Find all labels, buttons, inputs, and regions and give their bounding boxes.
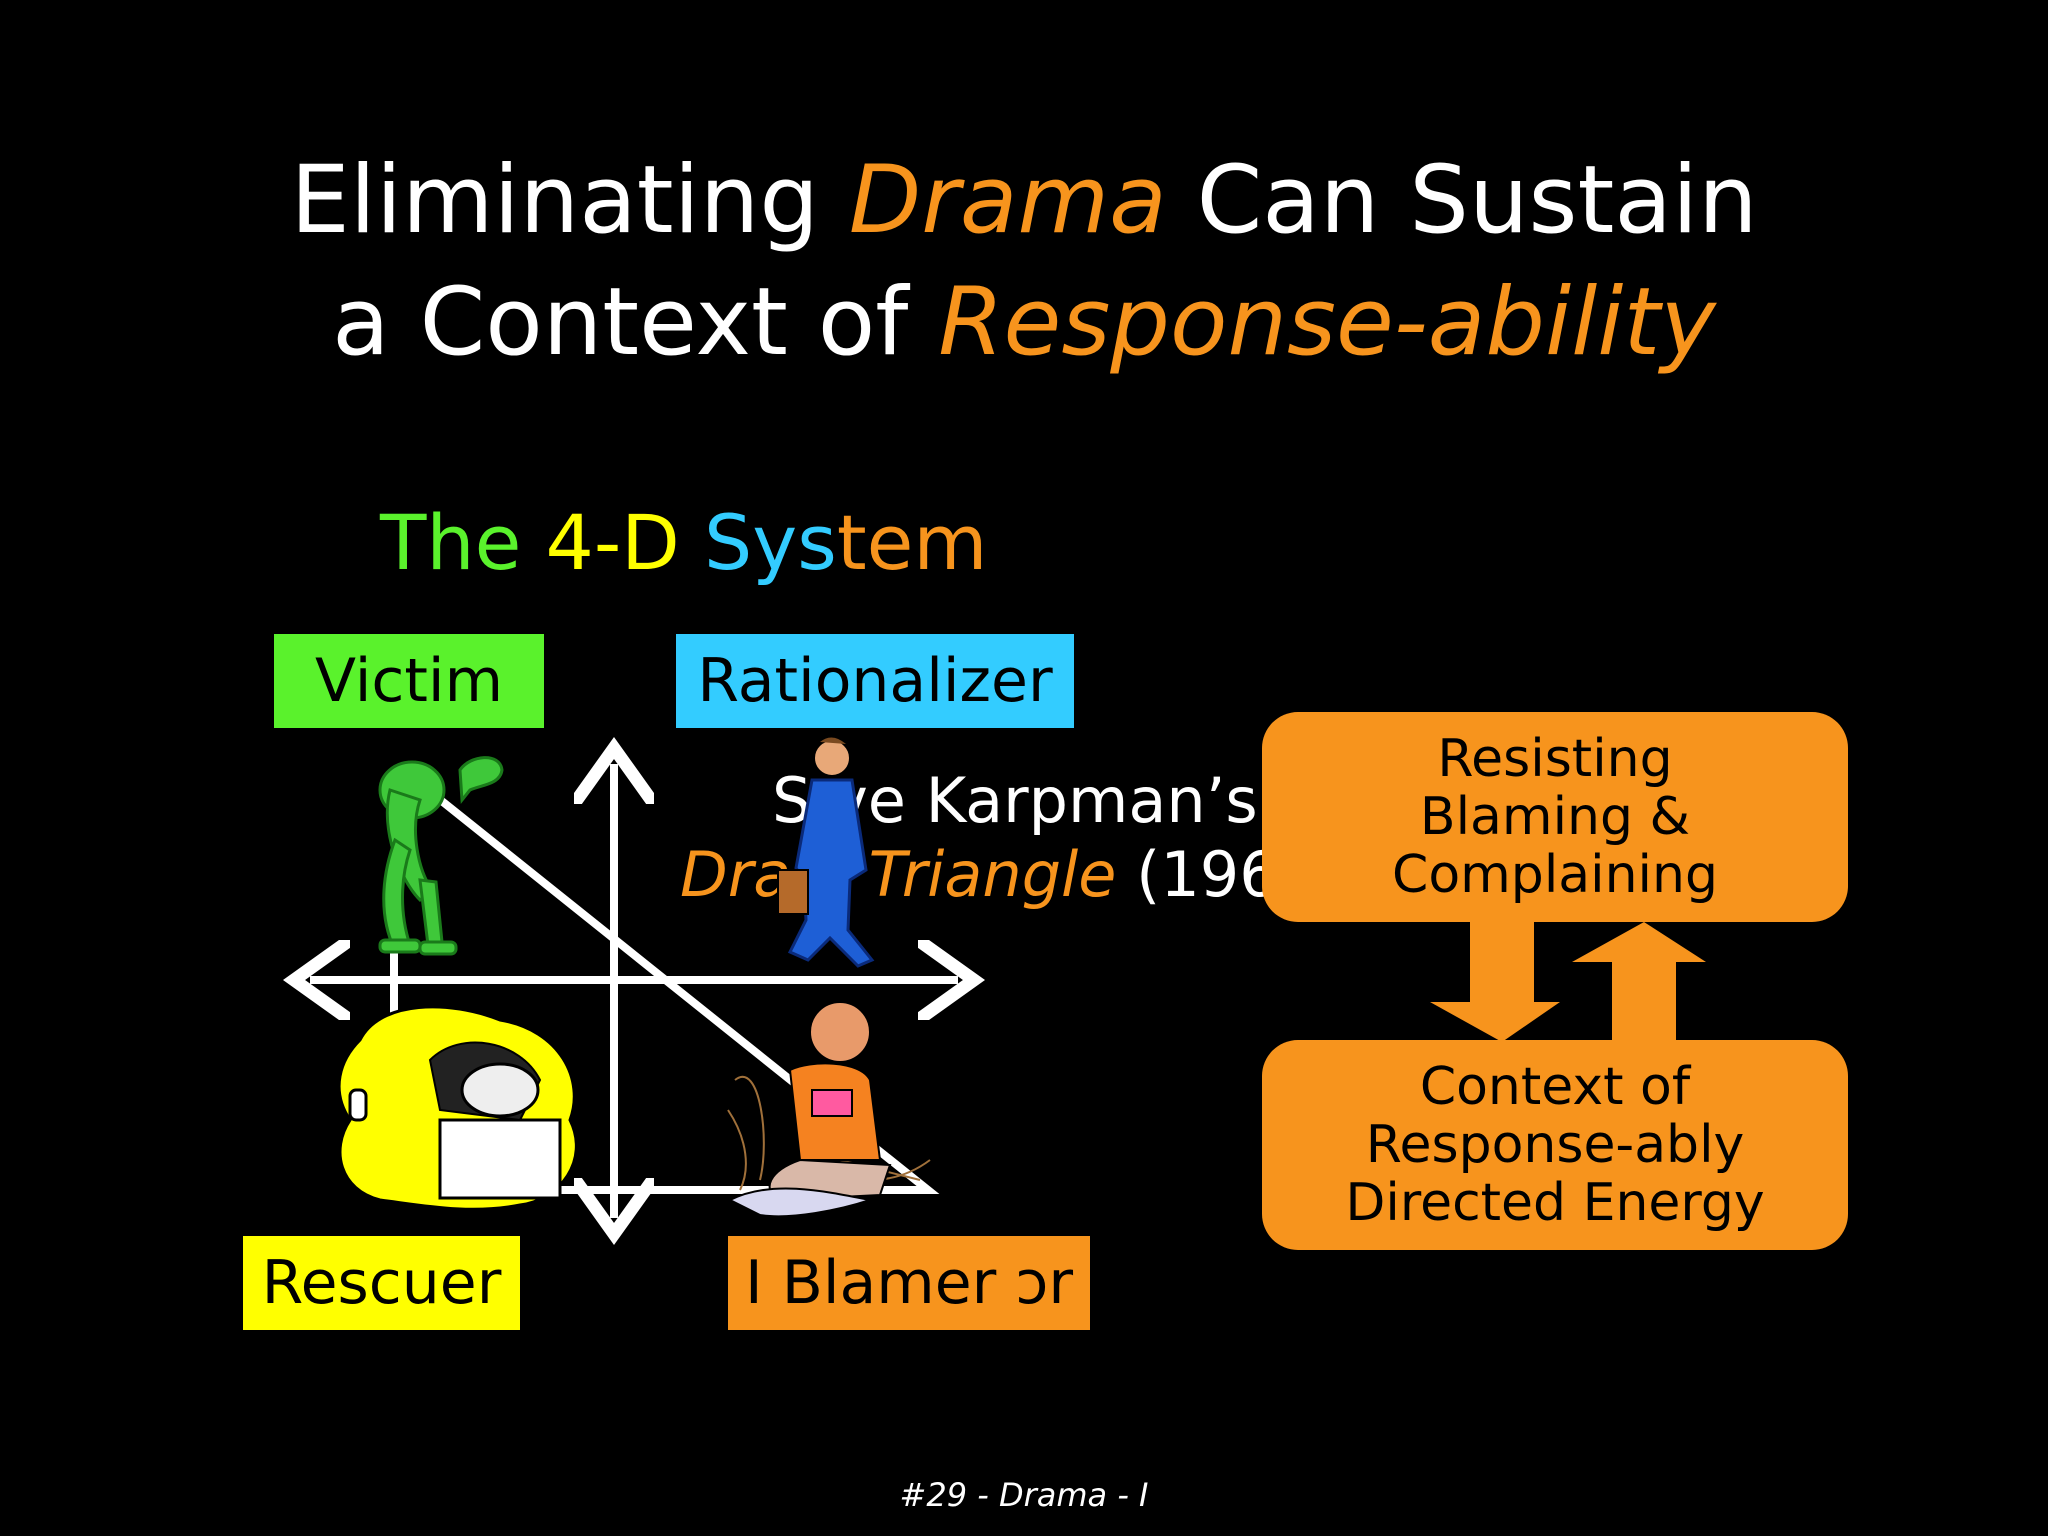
slumped-at-desk-icon: [337, 1005, 578, 1211]
sitting-old-man-icon: [727, 1001, 931, 1218]
resisting-blaming-box: Resisting Blaming & Complaining: [1262, 712, 1848, 922]
four-d-system-heading: The 4-D System: [380, 498, 988, 587]
victim-label: Victim: [274, 634, 544, 728]
title-line-1: Eliminating Drama Can Sustain: [290, 146, 1758, 255]
slide-footer: #29 - Drama - I: [899, 1476, 1149, 1514]
stooped-figure-icon: [378, 756, 504, 956]
rescuer-label: Rescuer: [243, 1236, 520, 1330]
up-arrow-icon: [1572, 922, 1706, 1042]
title-line-2: a Context of Response-ability: [332, 268, 1716, 377]
context-energy-box: Context of Response-ably Directed Energy: [1262, 1040, 1848, 1250]
rationalizer-label: Rationalizer: [676, 634, 1074, 728]
down-arrow-icon: [1430, 920, 1560, 1042]
slide-title: Eliminating Drama Can Sustain a Context …: [0, 140, 2048, 384]
karpman-attribution: S ve Karpman’s Dra a Triangle (196: [680, 764, 1279, 911]
blamer-label: I Blamer ɔr: [728, 1236, 1090, 1330]
walking-businessman-icon: [777, 737, 875, 968]
